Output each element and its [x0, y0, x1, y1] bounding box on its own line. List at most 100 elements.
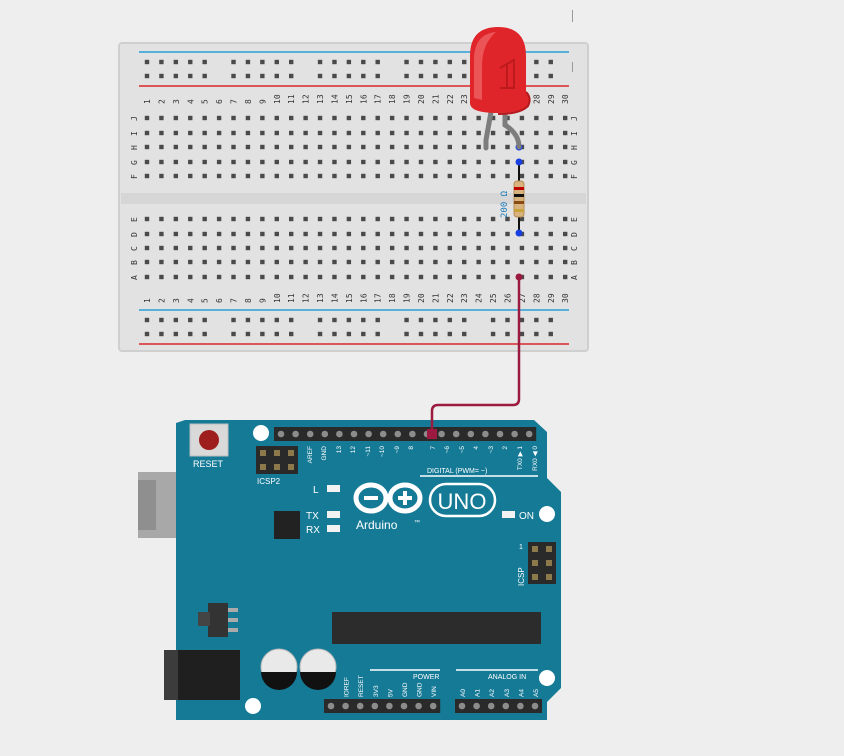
breadboard-hole[interactable]: [418, 159, 424, 165]
rail-hole[interactable]: [274, 73, 279, 79]
rail-hole[interactable]: [202, 331, 207, 337]
breadboard-hole[interactable]: [173, 159, 179, 165]
breadboard-hole[interactable]: [216, 231, 222, 237]
rail-hole[interactable]: [260, 331, 265, 337]
breadboard-hole[interactable]: [562, 144, 568, 150]
breadboard-hole[interactable]: [260, 159, 265, 165]
breadboard-hole[interactable]: [303, 274, 308, 280]
resistor[interactable]: 200 Ω: [500, 162, 525, 233]
breadboard-hole[interactable]: [519, 173, 525, 179]
rail-hole[interactable]: [317, 59, 323, 65]
breadboard-hole[interactable]: [317, 259, 323, 265]
breadboard-hole[interactable]: [274, 144, 279, 150]
breadboard-hole[interactable]: [404, 245, 409, 251]
rail-hole[interactable]: [346, 317, 352, 323]
rail-hole[interactable]: [332, 73, 337, 79]
breadboard-hole[interactable]: [159, 259, 164, 265]
breadboard-hole[interactable]: [245, 231, 251, 237]
breadboard-hole[interactable]: [245, 259, 251, 265]
breadboard-hole[interactable]: [490, 245, 496, 251]
rail-hole[interactable]: [332, 317, 337, 323]
breadboard-hole[interactable]: [361, 216, 366, 222]
breadboard-hole[interactable]: [317, 159, 323, 165]
rail-hole[interactable]: [289, 73, 294, 79]
breadboard-hole[interactable]: [505, 231, 510, 237]
breadboard-hole[interactable]: [216, 130, 222, 136]
breadboard-hole[interactable]: [476, 144, 481, 150]
header-pin[interactable]: [429, 702, 437, 710]
breadboard-hole[interactable]: [404, 231, 409, 237]
rail-hole[interactable]: [173, 73, 179, 79]
breadboard-hole[interactable]: [289, 173, 294, 179]
breadboard-hole[interactable]: [505, 245, 510, 251]
breadboard-hole[interactable]: [534, 231, 539, 237]
breadboard-hole[interactable]: [346, 144, 352, 150]
header-pin[interactable]: [482, 430, 489, 438]
breadboard-hole[interactable]: [173, 216, 179, 222]
rail-hole[interactable]: [188, 73, 193, 79]
breadboard-hole[interactable]: [173, 245, 179, 251]
rail-hole[interactable]: [332, 59, 337, 65]
rail-hole[interactable]: [548, 331, 553, 337]
breadboard-hole[interactable]: [245, 216, 251, 222]
header-pin[interactable]: [365, 430, 372, 438]
breadboard-hole[interactable]: [332, 173, 337, 179]
breadboard-hole[interactable]: [346, 130, 352, 136]
resistor-node-top[interactable]: [515, 158, 523, 166]
breadboard-hole[interactable]: [289, 231, 294, 237]
rail-hole[interactable]: [260, 59, 265, 65]
rail-hole[interactable]: [404, 317, 409, 323]
breadboard-hole[interactable]: [188, 259, 193, 265]
breadboard-hole[interactable]: [260, 245, 265, 251]
breadboard-hole[interactable]: [159, 231, 164, 237]
breadboard-hole[interactable]: [447, 216, 453, 222]
breadboard-hole[interactable]: [332, 130, 337, 136]
breadboard-hole[interactable]: [433, 144, 438, 150]
breadboard-hole[interactable]: [534, 159, 539, 165]
rail-hole[interactable]: [418, 331, 424, 337]
breadboard-hole[interactable]: [490, 274, 496, 280]
header-pin[interactable]: [525, 430, 533, 438]
breadboard-hole[interactable]: [346, 115, 352, 121]
header-pin[interactable]: [386, 702, 393, 710]
breadboard-hole[interactable]: [303, 144, 308, 150]
rail-hole[interactable]: [519, 331, 525, 337]
breadboard-hole[interactable]: [447, 159, 453, 165]
rail-hole[interactable]: [404, 59, 409, 65]
breadboard-hole[interactable]: [202, 216, 207, 222]
breadboard-hole[interactable]: [476, 159, 481, 165]
rail-hole[interactable]: [361, 73, 366, 79]
breadboard-hole[interactable]: [562, 216, 568, 222]
breadboard-hole[interactable]: [404, 259, 409, 265]
rail-hole[interactable]: [231, 331, 236, 337]
breadboard-hole[interactable]: [202, 115, 207, 121]
breadboard-hole[interactable]: [534, 274, 539, 280]
breadboard-hole[interactable]: [361, 173, 366, 179]
header-pin[interactable]: [306, 430, 314, 438]
red-led[interactable]: [470, 27, 531, 151]
rail-hole[interactable]: [490, 331, 496, 337]
breadboard-hole[interactable]: [505, 130, 510, 136]
header-pin[interactable]: [487, 702, 495, 710]
breadboard-hole[interactable]: [505, 173, 510, 179]
rail-hole[interactable]: [159, 317, 164, 323]
breadboard-hole[interactable]: [404, 173, 409, 179]
breadboard-hole[interactable]: [548, 274, 553, 280]
breadboard-hole[interactable]: [389, 274, 395, 280]
rail-hole[interactable]: [418, 317, 424, 323]
breadboard-hole[interactable]: [433, 259, 438, 265]
breadboard-hole[interactable]: [375, 115, 380, 121]
breadboard-hole[interactable]: [433, 173, 438, 179]
breadboard-hole[interactable]: [289, 115, 294, 121]
rail-hole[interactable]: [188, 59, 193, 65]
rail-hole[interactable]: [159, 73, 164, 79]
rail-hole[interactable]: [202, 317, 207, 323]
rail-hole[interactable]: [245, 73, 251, 79]
rail-hole[interactable]: [462, 73, 467, 79]
rail-hole[interactable]: [231, 317, 236, 323]
breadboard-hole[interactable]: [404, 144, 409, 150]
breadboard-hole[interactable]: [346, 245, 352, 251]
breadboard-hole[interactable]: [505, 144, 510, 150]
breadboard-hole[interactable]: [274, 115, 279, 121]
breadboard-hole[interactable]: [188, 115, 193, 121]
